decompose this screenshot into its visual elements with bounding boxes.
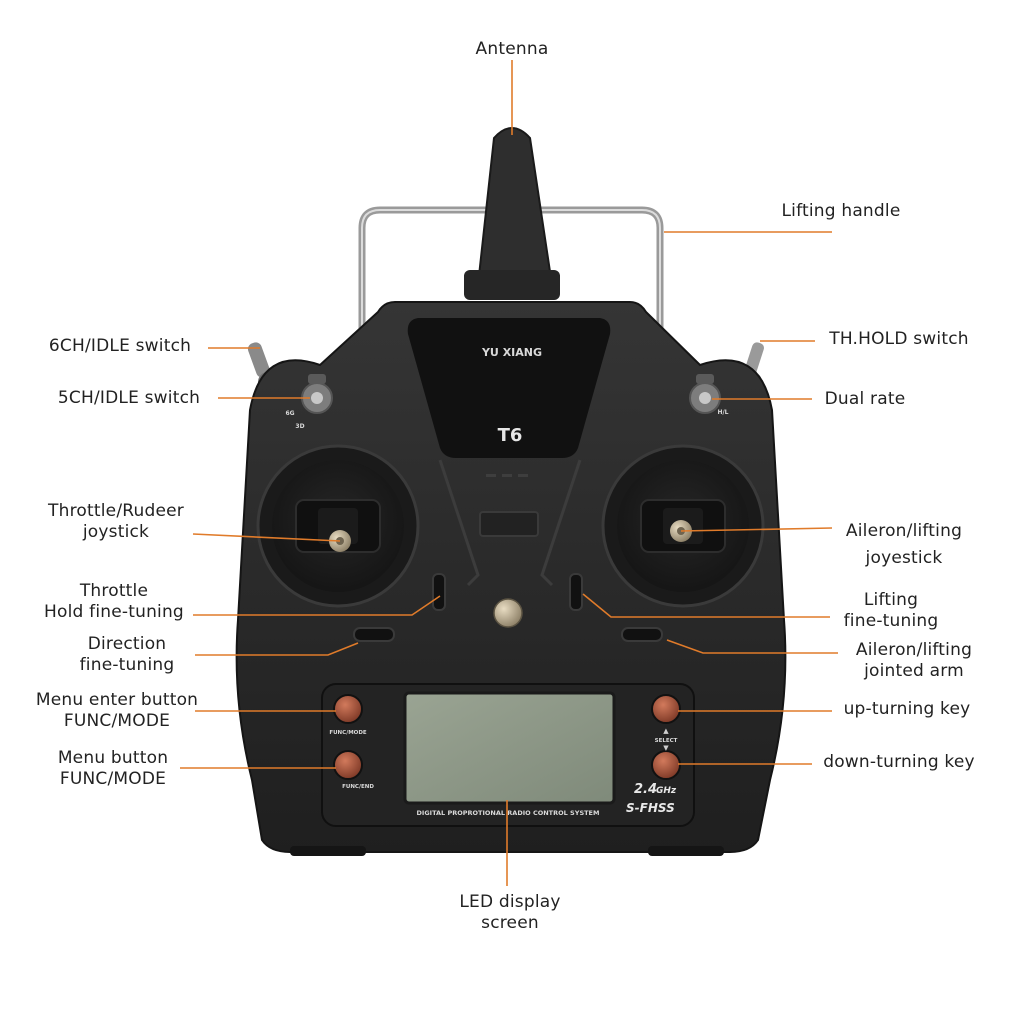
- leader-throttle-hold: [193, 595, 441, 616]
- label-right-joystick-line1: Aileron/lifting: [845, 521, 963, 541]
- label-aileron-arm: Aileron/lifting jointed arm: [836, 640, 992, 682]
- label-dual-rate: Dual rate: [824, 389, 906, 409]
- down-arrow-glyph: ▼: [663, 744, 669, 752]
- label-throttle-hold-line2: Hold fine-tuning: [44, 602, 184, 622]
- label-throttle-hold-line1: Throttle: [79, 581, 149, 601]
- select-text: SELECT: [655, 738, 678, 744]
- center-groove-right: [540, 459, 582, 587]
- label-menu-enter-line1: Menu enter button: [35, 690, 199, 710]
- label-lifting-fine-line1: Lifting: [863, 590, 919, 610]
- aileron-trim: [621, 627, 663, 642]
- leader-lines: [180, 60, 838, 886]
- label-lifting-fine-line2: fine-tuning: [843, 611, 939, 631]
- down-key-button: [651, 750, 681, 780]
- label-led-line1: LED display: [459, 892, 561, 912]
- leader-direction: [195, 642, 359, 656]
- right-gimbal: [601, 444, 765, 608]
- lcd-caption-text: DIGITAL PROPROTIONAL RADIO CONTROL SYSTE…: [417, 809, 600, 817]
- right-foot: [648, 846, 724, 856]
- leader-right-joystick: [680, 527, 833, 532]
- mode-6g-text: 6G: [285, 410, 294, 417]
- label-left-joystick: Throttle/Rudeer joystick: [34, 501, 198, 543]
- label-right-joystick: Aileron/lifting joyestick: [826, 518, 982, 572]
- label-antenna: Antenna: [475, 39, 549, 59]
- mode-3d-text: 3D: [295, 423, 304, 430]
- label-menu-enter-line2: FUNC/MODE: [63, 711, 171, 731]
- direction-trim: [353, 627, 395, 642]
- label-right-joystick-line2: joyestick: [865, 548, 943, 568]
- label-direction-line1: Direction: [87, 634, 167, 654]
- label-5ch-switch: 5CH/IDLE switch: [57, 388, 201, 408]
- label-up-key: up-turning key: [843, 699, 971, 719]
- power-switch: [479, 511, 539, 537]
- band-unit-text: GHz: [656, 786, 677, 796]
- model-text: T6: [498, 425, 523, 446]
- center-visor: [407, 318, 611, 458]
- label-th-hold: TH.HOLD switch: [829, 329, 969, 349]
- neck-strap-knob: [493, 598, 523, 628]
- func-end-text: FUNC/END: [342, 784, 374, 790]
- antenna: [476, 127, 554, 286]
- speaker-grille: [486, 474, 528, 477]
- lcd-screen: [403, 691, 616, 805]
- func-mode-button: [333, 694, 363, 724]
- band-text: 2.4: [634, 782, 657, 797]
- hl-text: H/L: [717, 409, 728, 416]
- throttle-trim: [432, 573, 446, 611]
- label-led-line2: screen: [481, 913, 539, 933]
- dual-rate-switch: [689, 374, 721, 414]
- leader-aileron-arm: [666, 639, 838, 654]
- label-menu-button-line2: FUNC/MODE: [59, 769, 167, 789]
- label-left-joystick-line1: Throttle/Rudeer: [48, 501, 184, 521]
- label-left-joystick-line2: joystick: [82, 522, 150, 542]
- label-6ch-switch: 6CH/IDLE switch: [48, 336, 192, 356]
- label-direction-line2: fine-tuning: [79, 655, 175, 675]
- leader-lifting-fine: [582, 593, 830, 618]
- func-mode-text: FUNC/MODE: [329, 730, 367, 736]
- up-key-button: [651, 694, 681, 724]
- label-down-key: down-turning key: [823, 752, 975, 772]
- label-throttle-hold: Throttle Hold fine-tuning: [30, 581, 198, 623]
- label-lifting-fine: Lifting fine-tuning: [826, 590, 956, 632]
- lifting-trim: [569, 573, 583, 611]
- label-led-screen: LED display screen: [432, 892, 588, 934]
- center-groove-left: [438, 459, 480, 587]
- func-end-button: [333, 750, 363, 780]
- label-aileron-arm-line1: Aileron/lifting: [855, 640, 973, 660]
- label-lifting-handle: Lifting handle: [781, 201, 901, 221]
- label-direction: Direction fine-tuning: [62, 634, 192, 676]
- left-foot: [290, 846, 366, 856]
- label-menu-button: Menu button FUNC/MODE: [38, 748, 188, 790]
- label-menu-enter: Menu enter button FUNC/MODE: [22, 690, 212, 732]
- label-aileron-arm-line2: jointed arm: [864, 661, 964, 681]
- antenna-base: [464, 270, 560, 300]
- protocol-text: S-FHSS: [626, 801, 675, 815]
- leader-left-joystick: [192, 533, 341, 542]
- left-gimbal: [256, 444, 420, 608]
- label-menu-button-line1: Menu button: [57, 748, 169, 768]
- ch5-switch: [301, 374, 333, 414]
- brand-text: YU XIANG: [481, 346, 542, 359]
- up-arrow-glyph: ▲: [663, 727, 669, 735]
